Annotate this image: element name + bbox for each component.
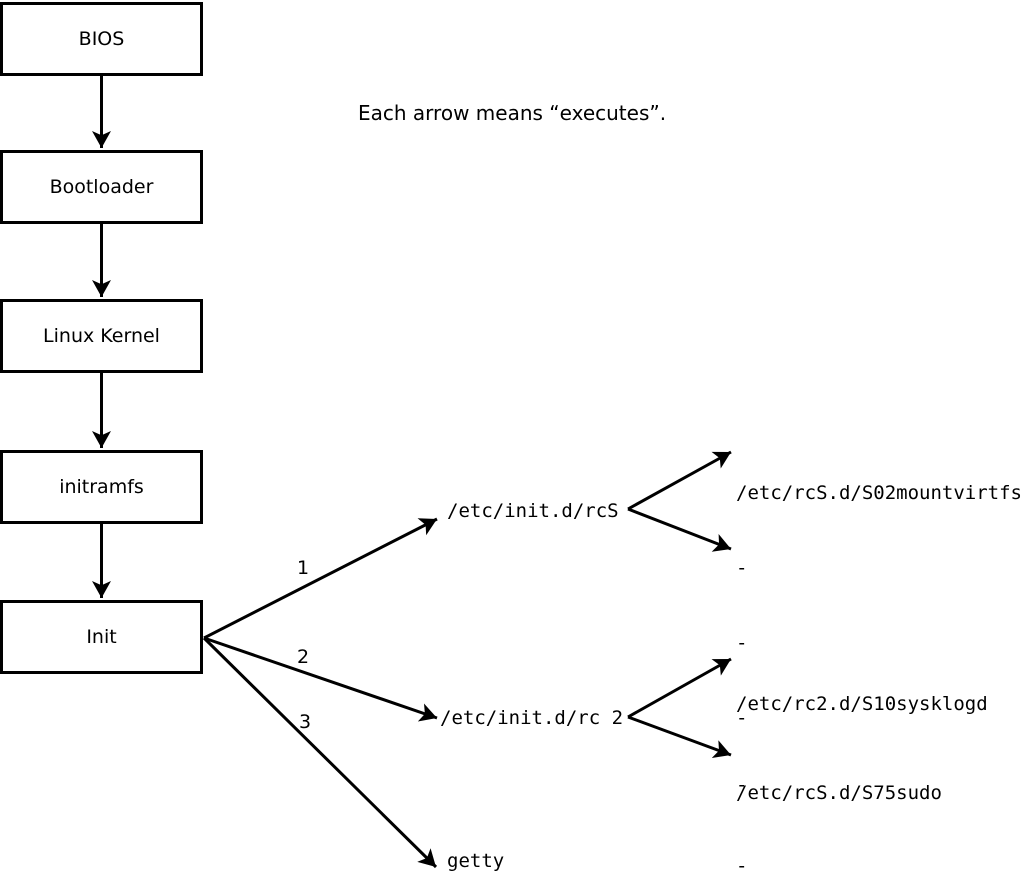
ellipsis-dash: - bbox=[736, 774, 748, 796]
branch-2-target: /etc/init.d/rc 2 bbox=[440, 707, 624, 729]
branch-1-number: 1 bbox=[297, 557, 310, 579]
branch-1-target: /etc/init.d/rcS bbox=[447, 500, 619, 522]
ellipsis-dash: - bbox=[736, 632, 748, 654]
child-script: /etc/rcS.d/S02mountvirtfs bbox=[736, 482, 1022, 504]
arrow-rc2-to-s10sysklogd bbox=[627, 657, 732, 719]
child-script: /etc/rc2.d/S10sysklogd bbox=[736, 693, 988, 715]
box-bootloader: Bootloader bbox=[0, 150, 203, 224]
arrow-rcs-to-s75sudo bbox=[627, 507, 732, 552]
ellipsis-dash: - bbox=[736, 855, 748, 875]
arrow-init-to-rcs bbox=[203, 517, 438, 640]
box-init-label: Init bbox=[86, 626, 117, 648]
arrow-init-to-rc2 bbox=[203, 636, 438, 722]
box-linux-kernel-label: Linux Kernel bbox=[43, 325, 160, 347]
branch-2-number: 2 bbox=[297, 646, 310, 668]
box-initramfs: initramfs bbox=[0, 450, 203, 524]
box-init: Init bbox=[0, 600, 203, 674]
box-initramfs-label: initramfs bbox=[59, 476, 144, 498]
branch-2-children: /etc/rc2.d/S10sysklogd - - - /etc/rc2.d/… bbox=[736, 637, 988, 875]
branch-3-number: 3 bbox=[299, 711, 312, 733]
box-bootloader-label: Bootloader bbox=[49, 176, 154, 198]
branch-3-target: getty bbox=[447, 850, 505, 872]
child-script: /etc/rcS.d/S75sudo bbox=[736, 782, 942, 804]
arrow-rc2-to-s99gdm bbox=[627, 715, 732, 759]
arrow-rcs-to-s02mountvirtfs bbox=[627, 450, 732, 511]
box-linux-kernel: Linux Kernel bbox=[0, 299, 203, 373]
ellipsis-dash: - bbox=[736, 707, 748, 729]
arrow-init-to-getty bbox=[202, 636, 438, 869]
box-bios: BIOS bbox=[0, 2, 203, 76]
box-bios-label: BIOS bbox=[78, 28, 125, 50]
branch-1-children: /etc/rcS.d/S02mountvirtfs - - - /etc/rcS… bbox=[736, 431, 1022, 856]
legend-note: Each arrow means “executes”. bbox=[358, 101, 667, 125]
ellipsis-dash: - bbox=[736, 557, 748, 579]
